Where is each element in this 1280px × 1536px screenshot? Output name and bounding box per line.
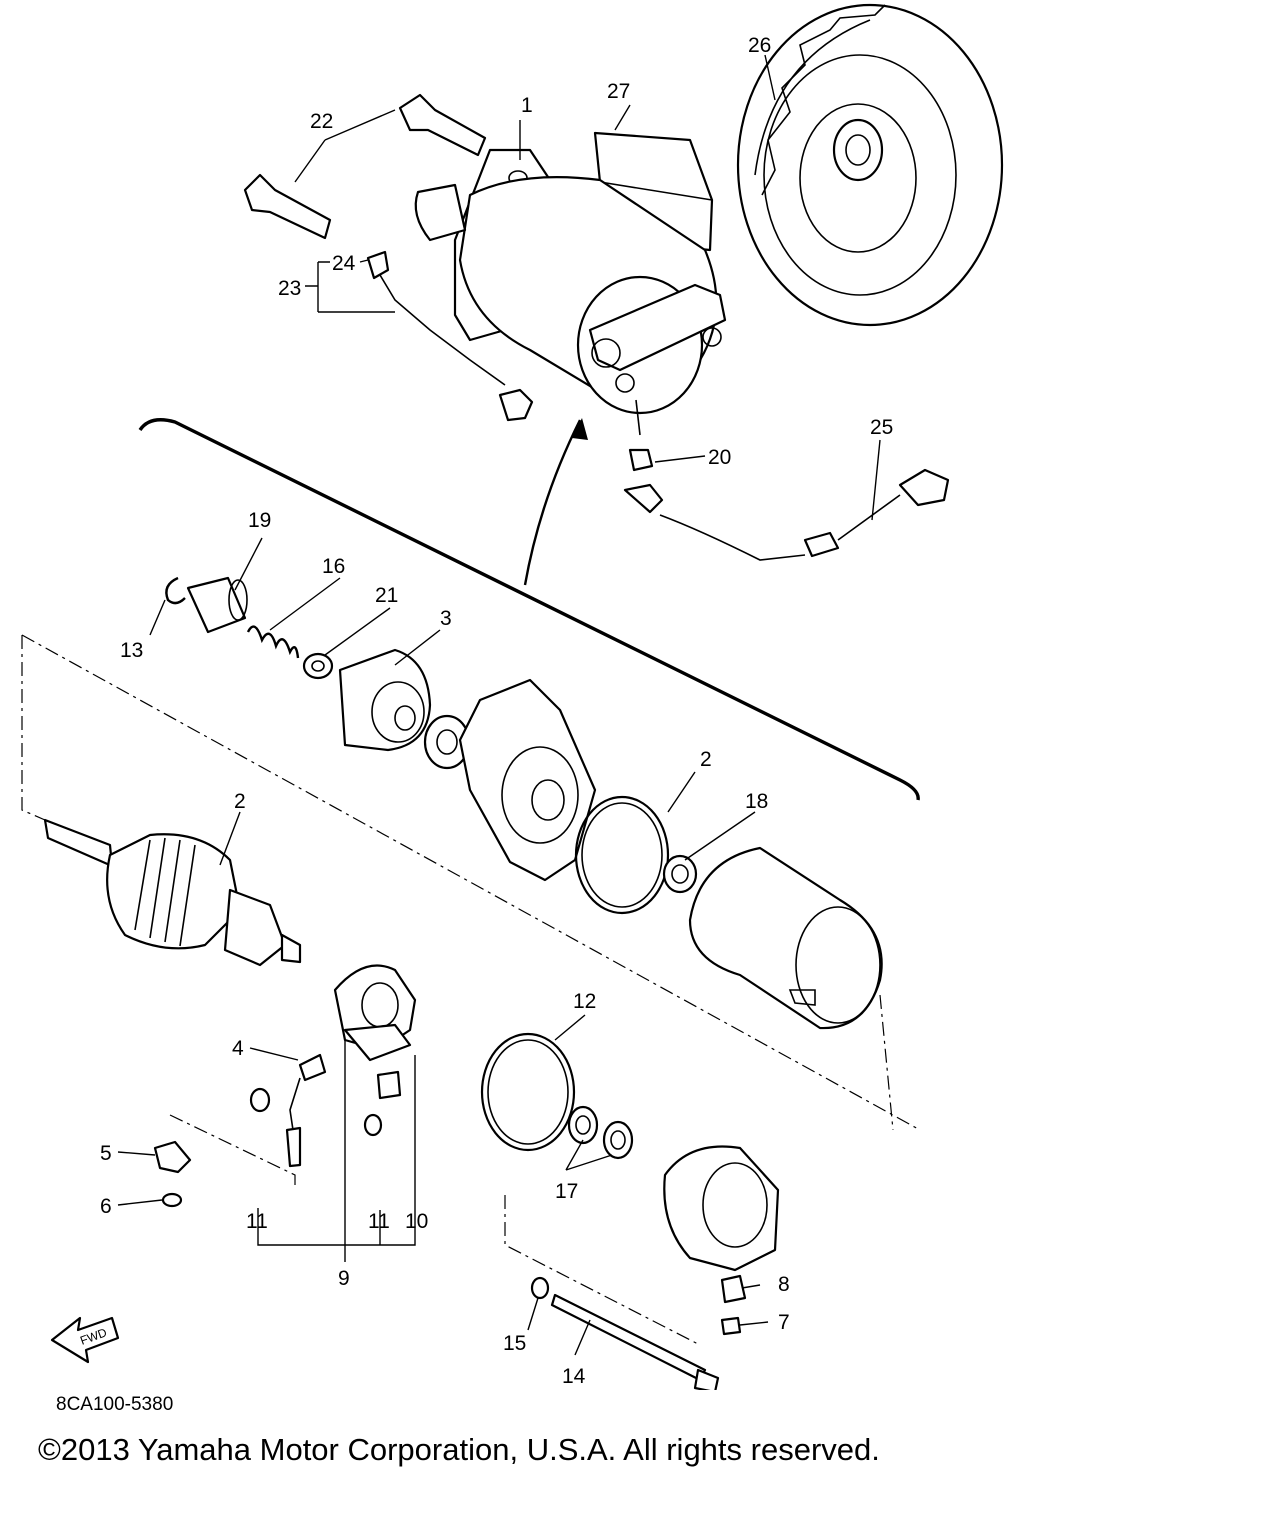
- callout-11-left: 11: [246, 1210, 268, 1233]
- copyright-notice: ©2013 Yamaha Motor Corporation, U.S.A. A…: [38, 1432, 880, 1467]
- callout-10: 10: [405, 1210, 428, 1233]
- callout-1: 1: [521, 94, 533, 117]
- brush-holder-9: [333, 964, 417, 1100]
- snap-ring-13: [165, 576, 186, 605]
- callout-2-housing: 2: [700, 748, 712, 771]
- fwd-arrow: FWD: [50, 1316, 120, 1364]
- o-ring-12-lower: [480, 1032, 576, 1152]
- callout-19: 19: [248, 509, 271, 532]
- callout-4: 4: [232, 1037, 244, 1060]
- washer-21: [302, 652, 334, 680]
- callout-21: 21: [375, 584, 398, 607]
- drawing-code: 8CA100-5380: [56, 1394, 174, 1415]
- flywheel-ring-gear: [736, 3, 1004, 327]
- yoke-housing: [688, 846, 883, 1030]
- callout-18: 18: [745, 790, 768, 813]
- callout-17: 17: [555, 1180, 578, 1203]
- grommet-8: [720, 1274, 747, 1304]
- callout-13: 13: [120, 639, 143, 662]
- grommet-5: [153, 1140, 192, 1174]
- nut-7: [720, 1316, 742, 1336]
- washer-11-right: [363, 1113, 383, 1137]
- front-cover: [458, 678, 597, 882]
- callout-15: 15: [503, 1332, 526, 1355]
- nut-20-and-lead-25: [623, 448, 950, 561]
- callout-26: 26: [748, 34, 771, 57]
- assembly-bracket: [138, 418, 920, 801]
- callout-16: 16: [322, 555, 345, 578]
- callout-23: 23: [278, 277, 301, 300]
- callout-3: 3: [440, 607, 452, 630]
- callout-12-lower: 12: [573, 990, 596, 1013]
- starter-clutch-3: [338, 648, 471, 770]
- spring-16: [246, 625, 300, 659]
- callout-5: 5: [100, 1142, 112, 1165]
- washer-6: [161, 1192, 183, 1208]
- brush-4: [285, 1053, 327, 1168]
- lead-wire-23: [366, 250, 534, 422]
- callout-9: 9: [338, 1267, 350, 1290]
- through-bolt-14: [550, 1293, 720, 1390]
- starter-motor-exploded-diagram: FWD: [21, 3, 1004, 1390]
- washer-11-left: [249, 1087, 271, 1113]
- callouts: 1 27 26 22 24 23 20 25 19 16 21 3 13 2 1…: [100, 34, 893, 1388]
- armature-2: [43, 818, 302, 967]
- callout-22: 22: [310, 110, 333, 133]
- callout-24: 24: [332, 252, 356, 275]
- leader-lines: [117, 54, 881, 1356]
- o-ring-12-upper: [574, 795, 670, 915]
- callout-27: 27: [607, 80, 630, 103]
- callout-14: 14: [562, 1365, 586, 1388]
- o-ring-15: [530, 1276, 550, 1300]
- callout-2: 2: [234, 790, 246, 813]
- callout-6: 6: [100, 1195, 112, 1218]
- seal-18: [662, 854, 698, 894]
- callout-11-right: 11: [368, 1210, 390, 1233]
- callout-7: 7: [778, 1311, 790, 1334]
- collar-19: [186, 576, 248, 634]
- rear-cover: [663, 1145, 780, 1272]
- alignment-lines: [21, 634, 921, 1346]
- starter-motor-assembly: [414, 148, 727, 436]
- callout-25: 25: [870, 416, 893, 439]
- callout-8: 8: [778, 1273, 790, 1296]
- washers-17: [567, 1105, 634, 1160]
- callout-20: 20: [708, 446, 731, 469]
- bolts-22: [243, 93, 487, 240]
